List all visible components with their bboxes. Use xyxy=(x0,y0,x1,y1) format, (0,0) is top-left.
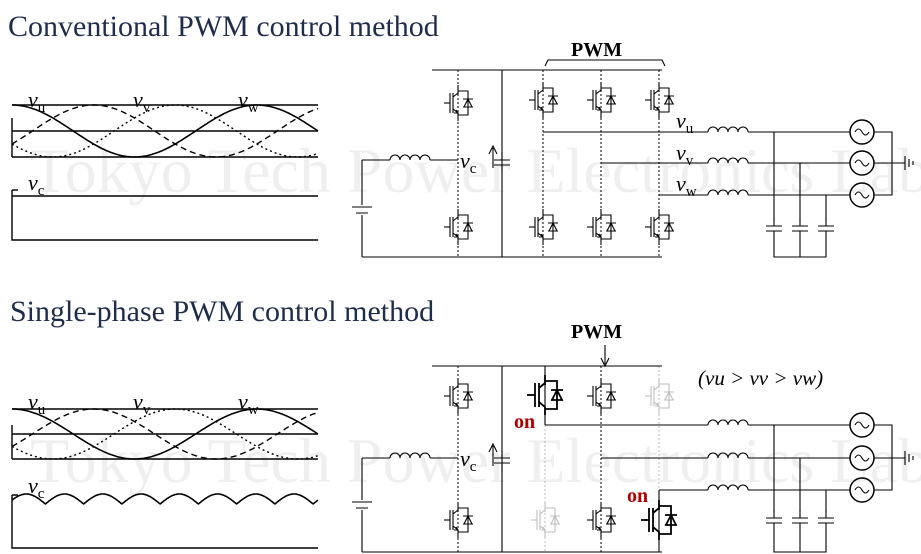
label-vv-top: vv xyxy=(133,87,151,116)
label-vw-top: vw xyxy=(238,87,259,116)
waveform-vc-ripple xyxy=(11,493,319,505)
title-single-phase: Single-phase PWM control method xyxy=(10,295,434,328)
label-vv-bottom: vv xyxy=(133,389,151,418)
carrier-axis xyxy=(11,494,318,549)
ground-icon xyxy=(874,131,914,196)
phase-axis-lines xyxy=(11,408,318,460)
inductor-icon xyxy=(707,126,749,133)
capacitor-icon xyxy=(817,217,835,241)
label-vc-circuit-bottom: vc xyxy=(460,446,477,475)
inverter-circuit-single-phase: PWM vc on on xyxy=(352,321,914,553)
waveform-vu xyxy=(12,104,319,158)
dc-bus-rails xyxy=(362,69,662,258)
pwm-arrow xyxy=(600,345,610,368)
label-vc-bottom: vc xyxy=(28,473,45,502)
label-vc-circuit-top: vc xyxy=(460,148,477,177)
capacitor-icon xyxy=(765,217,783,241)
capacitor-icon xyxy=(791,217,809,241)
inverter-circuit-conventional: vc PWM vu vv vw xyxy=(352,39,914,258)
label-vu-top: vu xyxy=(28,87,46,116)
label-vu-bottom: vu xyxy=(28,389,46,418)
on-label-lower: on xyxy=(627,485,648,507)
capacitor-icon xyxy=(791,509,809,533)
waveform-vu xyxy=(12,408,319,460)
battery-icon xyxy=(352,160,372,257)
label-vw-bottom: vw xyxy=(238,389,259,418)
battery-icon xyxy=(352,458,372,552)
waveforms-single-phase: vu vv vw vc xyxy=(11,389,319,549)
waveform-vw xyxy=(11,104,319,158)
condition-label: (vu > vv > vw) xyxy=(698,366,823,390)
carrier-axis xyxy=(11,190,318,241)
title-conventional: Conventional PWM control method xyxy=(8,10,439,43)
capacitor-icon xyxy=(765,509,783,533)
waveform-vv xyxy=(11,408,319,460)
phase-axis-lines xyxy=(11,104,318,158)
watermark-bottom: Tokyo Tech Power Electronics Lab xyxy=(30,425,921,496)
waveform-vv xyxy=(11,104,319,158)
pwm-label-top: PWM xyxy=(571,39,622,61)
label-vu-circuit-top: vu xyxy=(676,108,694,137)
label-vw-circuit-top: vw xyxy=(676,171,697,200)
waveforms-conventional: vu vv vw vc xyxy=(11,87,319,241)
on-label-upper: on xyxy=(514,411,535,433)
capacitor-icon xyxy=(817,509,835,533)
pwm-label-bottom: PWM xyxy=(571,321,622,343)
label-vc-top: vc xyxy=(28,170,45,199)
watermark-top: Tokyo Tech Power Electronics Lab xyxy=(30,135,921,206)
label-vv-circuit-top: vv xyxy=(676,140,694,169)
ground-icon xyxy=(874,424,914,491)
